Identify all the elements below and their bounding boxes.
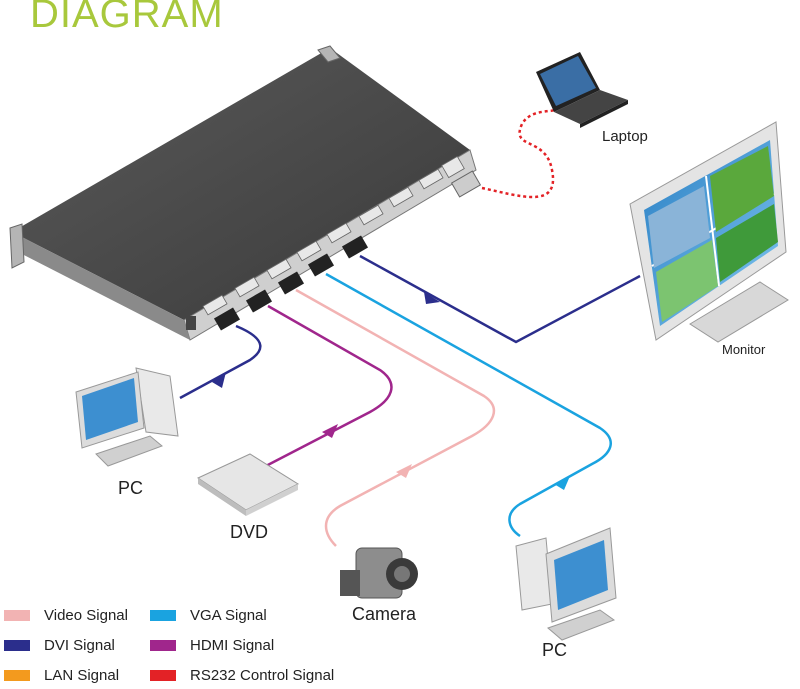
laptop-device (536, 52, 628, 128)
legend-label: DVI Signal (44, 636, 115, 654)
dvi-cable-monitor (359, 254, 641, 344)
legend-swatch (4, 639, 30, 651)
matrix-switcher (9, 45, 477, 341)
legend-swatch (4, 669, 30, 681)
camera-label: Camera (352, 604, 417, 624)
dvd-device (196, 453, 300, 516)
monitor-label: Monitor (722, 342, 766, 357)
pc-left-device (75, 367, 179, 467)
dvi-cable-pc (179, 324, 262, 400)
legend-swatch (4, 609, 30, 621)
pc-right-device (515, 527, 617, 641)
laptop-label: Laptop (602, 128, 648, 145)
pc-right-label: PC (542, 640, 568, 660)
legend-swatch (150, 669, 176, 681)
rack-ear-left (9, 223, 25, 269)
video-arrow-camera (396, 464, 412, 478)
switcher-ports (202, 155, 465, 316)
legend-label: LAN Signal (44, 666, 120, 684)
rack-ear-right (317, 45, 341, 63)
legend-item: HDMI Signal (150, 636, 274, 654)
pc-left-label: PC (118, 478, 144, 498)
vga-cable-pc (325, 272, 612, 538)
page-title: DIAGRAM (30, 0, 224, 36)
hdmi-arrow-dvd (322, 424, 338, 438)
legend-label: RS232 Control Signal (190, 666, 335, 684)
legend-item: Video Signal (4, 606, 128, 624)
legend-swatch (150, 609, 176, 621)
switcher-top (12, 48, 470, 320)
legend-label: HDMI Signal (190, 636, 275, 654)
vga-arrow-pc (554, 476, 570, 490)
legend-item: LAN Signal (4, 666, 119, 684)
legend-label: VGA Signal (190, 606, 267, 624)
hdmi-cable-dvd (261, 304, 393, 470)
dvi-arrow-pc (212, 372, 226, 388)
camera-device (340, 547, 418, 599)
cable-plugs (213, 170, 482, 331)
legend-swatch (150, 639, 176, 651)
rs232-cable-laptop (481, 108, 557, 199)
power-socket (186, 316, 196, 330)
legend-item: VGA Signal (150, 606, 267, 624)
dvi-arrow-monitor (424, 292, 440, 304)
monitor-device (629, 121, 789, 343)
legend-item: DVI Signal (4, 636, 115, 654)
legend-label: Video Signal (44, 606, 128, 624)
dvd-label: DVD (230, 522, 269, 542)
legend-item: RS232 Control Signal (150, 666, 334, 684)
switcher-front-edge (12, 232, 190, 340)
video-cable-camera (295, 288, 496, 547)
